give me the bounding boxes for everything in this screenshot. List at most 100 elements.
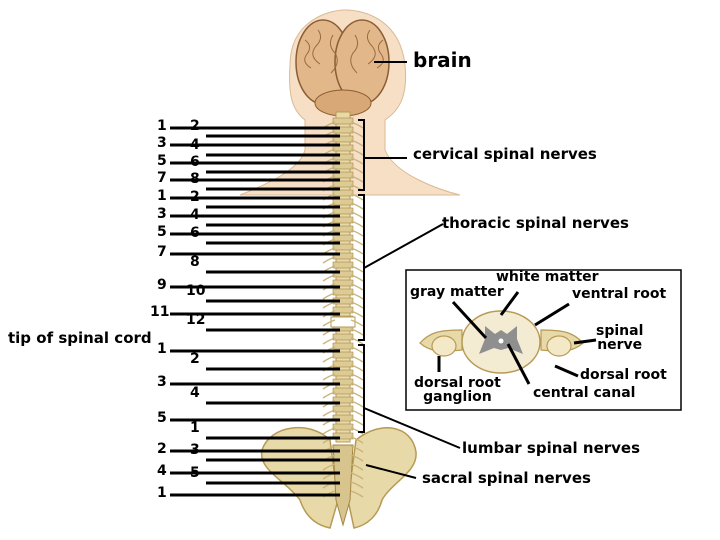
vertebra-segment [332, 387, 354, 395]
vertebra-segment [332, 288, 354, 296]
vertebra-segment [332, 153, 354, 161]
nerve-root [350, 220, 364, 228]
left-vertebra-number: 1 [157, 485, 167, 501]
left-vertebra-number: 5 [157, 410, 167, 426]
gray-matter-label: gray matter [410, 284, 504, 300]
central-canal-label: central canal [533, 385, 636, 401]
vertebra-segment [332, 117, 354, 125]
thoracic-pointer [363, 223, 444, 269]
cross-section [419, 310, 584, 374]
left-vertebra-number: 9 [157, 277, 167, 293]
nerve-root [350, 139, 364, 147]
nerve-root [350, 382, 364, 390]
right-vertebra-number: 4 [190, 385, 200, 401]
left-vertebra-number: 5 [157, 153, 167, 169]
vertebra-segment [332, 207, 354, 215]
vertebra-segment [332, 243, 354, 251]
right-vertebra-number: 4 [190, 137, 200, 153]
tip-of-spinal-cord-label: tip of spinal cord [8, 329, 152, 347]
cervical-label: cervical spinal nerves [413, 145, 597, 163]
nerve-root [350, 409, 364, 417]
vertebra-segment [332, 432, 354, 440]
dorsal-root-pointer [554, 364, 579, 378]
cervical-bracket [358, 119, 365, 191]
brain-folds [304, 29, 384, 74]
nerve-root [322, 274, 336, 282]
vertebra-segment [332, 342, 354, 350]
lumbar-pointer [363, 407, 461, 449]
nerve-root [322, 355, 336, 363]
right-vertebra-number: 8 [190, 254, 200, 270]
nerve-root [350, 130, 364, 138]
nerve-root [350, 238, 364, 246]
nerve-root [350, 463, 364, 471]
vertebra-segment [332, 396, 354, 404]
nerve-root [350, 229, 364, 237]
vertebra-segment [332, 405, 354, 413]
nerve-root [350, 121, 364, 129]
tip-marker [330, 316, 356, 328]
nerve-root [350, 328, 364, 336]
right-vertebra-number: 2 [190, 351, 200, 367]
right-vertebra-number: 12 [186, 312, 206, 328]
leader-lines [170, 126, 340, 497]
left-vertebra-number: 4 [157, 463, 167, 479]
white-matter-pointer [499, 291, 520, 316]
vertebra-segment [332, 162, 354, 170]
right-vertebra-number: 8 [190, 171, 200, 187]
left-vertebra-number: 7 [157, 170, 167, 186]
nerve-root [322, 337, 336, 345]
vertebra-segment [332, 198, 354, 206]
vertebra-segment [332, 423, 354, 431]
vertebra-segment [332, 261, 354, 269]
nerve-root [350, 175, 364, 183]
vertebra-segment [332, 180, 354, 188]
nerve-root [350, 310, 364, 318]
nerve-root [322, 292, 336, 300]
nerve-root [350, 211, 364, 219]
nerve-root [322, 427, 336, 435]
left-vertebra-number: 1 [157, 118, 167, 134]
right-vertebra-number: 1 [190, 420, 200, 436]
right-vertebra-number: 2 [190, 118, 200, 134]
left-vertebra-number: 11 [150, 304, 170, 320]
left-vertebra-number: 5 [157, 224, 167, 240]
nerve-root [350, 418, 364, 426]
nerve-root [350, 445, 364, 453]
vertebra-segment [332, 171, 354, 179]
right-vertebra-number: 5 [190, 465, 200, 481]
nerve-root [322, 391, 336, 399]
left-vertebra-number: 3 [157, 206, 167, 222]
vertebra-segment [332, 126, 354, 134]
nerve-root [350, 283, 364, 291]
nerve-root [322, 373, 336, 381]
central-canal-dot [498, 338, 504, 344]
brain-label: brain [413, 48, 472, 72]
region-pointers [363, 61, 461, 479]
pelvis-left [261, 426, 339, 529]
right-vertebra-number: 3 [190, 442, 200, 458]
vertebra-segment [332, 414, 354, 422]
vertebra-segment [332, 279, 354, 287]
nerve-root [350, 301, 364, 309]
central-canal-pointer [506, 343, 531, 385]
nerve-root [322, 319, 336, 327]
left-vertebra-number: 7 [157, 244, 167, 260]
vertebra-segment [332, 189, 354, 197]
vertebra-segment [332, 225, 354, 233]
vertebra-segment [332, 252, 354, 260]
vertebra-segment [332, 306, 354, 314]
nerve-root [350, 265, 364, 273]
nerve-root [350, 490, 364, 498]
nerve-root [350, 391, 364, 399]
vertebra-segment [332, 144, 354, 152]
dorsal-root-label: dorsal root [580, 367, 667, 383]
nerve-root [322, 256, 336, 264]
right-ganglion [546, 335, 572, 357]
nerve-root [322, 409, 336, 417]
right-vertebra-number: 10 [186, 283, 206, 299]
right-vertebra-number: 2 [190, 189, 200, 205]
dorsal-root-ganglion-label: dorsal root ganglion [414, 375, 501, 405]
nerve-root [350, 157, 364, 165]
